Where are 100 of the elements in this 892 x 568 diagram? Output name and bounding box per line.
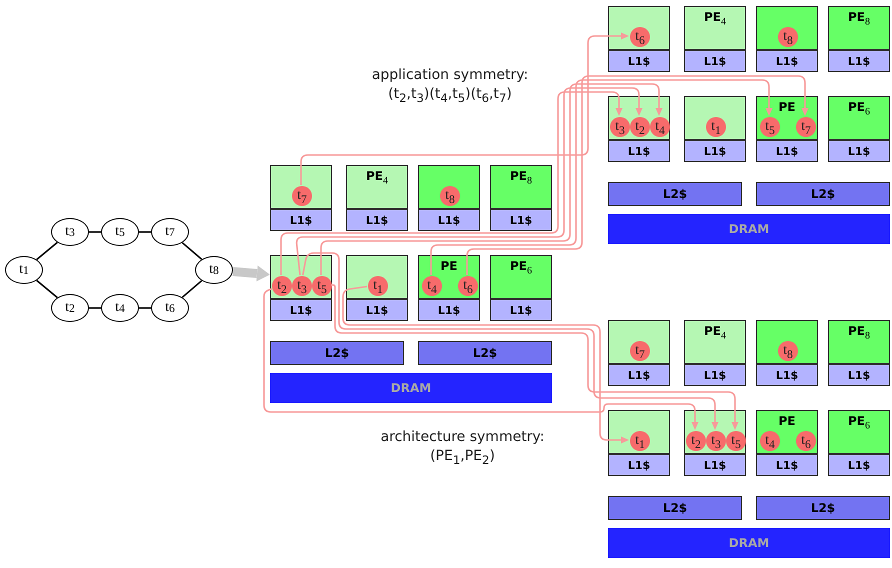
l1-cache-block: L1$: [828, 50, 890, 72]
task-circle: t$_{3}$: [706, 431, 726, 451]
task-circle: t$_{1}$: [630, 431, 650, 451]
pe-tile: [684, 320, 746, 364]
l1-cache-block: L1$: [828, 454, 890, 476]
pe-tile: [684, 6, 746, 50]
task-circle: t$_{4}$: [760, 431, 780, 451]
l1-cache-block: L1$: [270, 209, 332, 231]
task-circle: t$_{2}$: [272, 276, 292, 296]
pe-tile: [608, 6, 670, 50]
arrow: [466, 75, 808, 275]
l1-cache-block: L1$: [608, 364, 670, 386]
task-circle: t$_{6}$: [796, 431, 816, 451]
pe-tile: [756, 320, 818, 364]
pe-tile: [608, 96, 670, 140]
connector-line: [89, 307, 101, 309]
task-circle: t$_{1}$: [706, 117, 726, 137]
dram-bar: DRAM: [608, 528, 890, 558]
l1-cache-block: L1$: [684, 454, 746, 476]
pe-label: PE: [440, 259, 458, 273]
l1-cache-block: L1$: [684, 50, 746, 72]
l2-cache-block: L2$: [756, 182, 890, 206]
pe-tile: [684, 96, 746, 140]
connector-line: [182, 242, 202, 260]
connector-line: [139, 231, 151, 233]
pe-tile: [608, 320, 670, 364]
task-circle: t$_{6}$: [458, 276, 478, 296]
l1-cache-block: L1$: [756, 140, 818, 162]
l1-cache-block: L1$: [418, 209, 480, 231]
task-circle: t$_{8}$: [778, 27, 798, 47]
arrow: [300, 32, 629, 185]
l1-cache-block: L1$: [608, 50, 670, 72]
pe-label: PE$_{4}$: [365, 169, 389, 188]
task-circle: t$_{4}$: [650, 117, 670, 137]
connector-line: [89, 231, 101, 233]
pe-label: PE$_{6}$: [509, 259, 533, 278]
task-circle: t$_{1}$: [368, 276, 388, 296]
pe-label: PE$_{4}$: [703, 324, 727, 344]
pe-tile: [828, 6, 890, 50]
pe-tile: [756, 96, 818, 140]
task-circle: t$_{5}$: [312, 276, 332, 296]
l1-cache-block: L1$: [270, 299, 332, 321]
arrow: [263, 288, 698, 430]
l2-cache-block: L2$: [418, 341, 552, 365]
task-circle: t$_{8}$: [440, 186, 460, 206]
pe-tile: [828, 410, 890, 454]
annotation-text: application symmetry:: [370, 66, 530, 84]
task-circle: t$_{8}$: [778, 341, 798, 361]
pe-label: PE: [778, 414, 796, 428]
l1-cache-block: L1$: [346, 209, 408, 231]
task-circle: t$_{5}$: [760, 117, 780, 137]
l1-cache-block: L1$: [684, 140, 746, 162]
arrow: [430, 79, 772, 275]
pe-label: PE$_{8}$: [847, 10, 871, 30]
pe-label: PE$_{8}$: [847, 324, 871, 344]
connector-line: [139, 307, 151, 309]
pe-label: PE$_{8}$: [509, 169, 533, 188]
pe-tile: [270, 165, 332, 209]
connector-line: [36, 280, 58, 298]
dram-bar: DRAM: [608, 214, 890, 244]
pe-label: PE: [778, 100, 796, 114]
l1-cache-block: L1$: [828, 140, 890, 162]
annotation-text: architecture symmetry:: [380, 428, 546, 446]
block-arrow: [232, 266, 270, 282]
arrow: [330, 284, 738, 430]
l1-cache-block: L1$: [684, 364, 746, 386]
task-circle: t$_{7}$: [796, 117, 816, 137]
l1-cache-block: L1$: [756, 50, 818, 72]
l1-cache-block: L1$: [490, 299, 552, 321]
task-circle: t$_{2}$: [686, 431, 706, 451]
pe-tile: [418, 165, 480, 209]
pe-label: PE$_{6}$: [847, 100, 871, 120]
pe-tile: [490, 165, 552, 209]
task-circle: t$_{6}$: [630, 27, 650, 47]
pe-label: PE$_{4}$: [703, 10, 727, 30]
pe-tile: [756, 6, 818, 50]
pe-tile: [346, 255, 408, 299]
task-circle: t$_{7}$: [292, 186, 312, 206]
connector-line: [36, 242, 58, 260]
l1-cache-block: L1$: [756, 364, 818, 386]
pe-tile: [828, 96, 890, 140]
l1-cache-block: L1$: [346, 299, 408, 321]
task-circle: t$_{3}$: [610, 117, 630, 137]
pe-label: PE$_{6}$: [847, 414, 871, 434]
dram-bar: DRAM: [270, 373, 552, 403]
task-circle: t$_{7}$: [630, 341, 650, 361]
l2-cache-block: L2$: [608, 182, 742, 206]
connector-line: [182, 280, 202, 298]
task-circle: t$_{4}$: [422, 276, 442, 296]
task-circle: t$_{5}$: [726, 431, 746, 451]
l2-cache-block: L2$: [608, 496, 742, 520]
pe-tile: [346, 165, 408, 209]
l1-cache-block: L1$: [418, 299, 480, 321]
pe-tile: [270, 255, 332, 299]
pe-tile: [490, 255, 552, 299]
pe-tile: [828, 320, 890, 364]
annotation-text: (PE$_{1}$,PE$_{2}$): [429, 447, 496, 469]
arrow: [302, 252, 718, 430]
l1-cache-block: L1$: [828, 364, 890, 386]
pe-tile: [418, 255, 480, 299]
